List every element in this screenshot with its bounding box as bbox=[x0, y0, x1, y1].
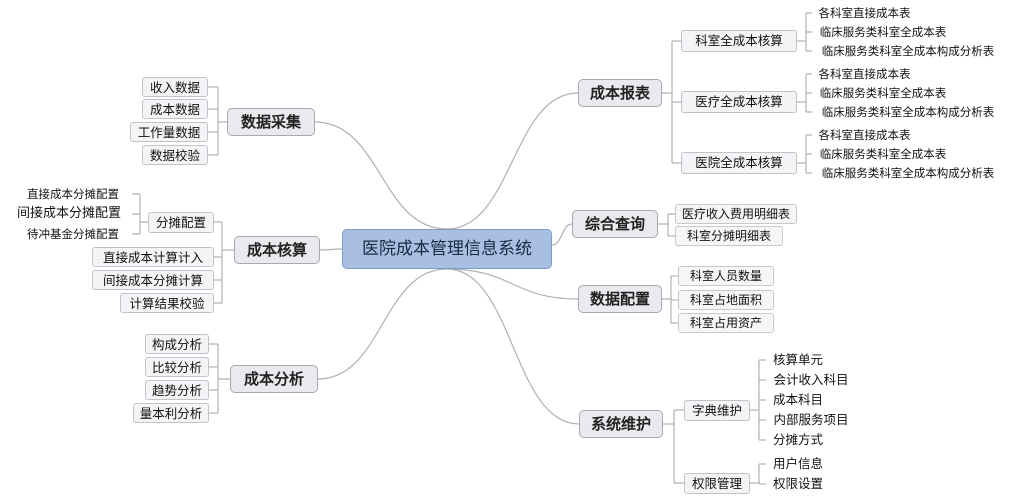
leaf-dept-area[interactable]: 科室占地面积 bbox=[678, 290, 774, 310]
leaf-permission-setting[interactable]: 权限设置 bbox=[772, 476, 823, 491]
node-hospital-full-cost[interactable]: 医院全成本核算 bbox=[681, 152, 797, 174]
leaf-fund-alloc-config[interactable]: 待冲基金分摊配置 bbox=[27, 227, 119, 241]
leaf-trend-analysis[interactable]: 趋势分析 bbox=[145, 380, 209, 400]
link-root-query bbox=[551, 223, 573, 246]
leaf-user-info[interactable]: 用户信息 bbox=[772, 456, 823, 471]
leaf-g1-analysis[interactable]: 临床服务类科室全成本构成分析表 bbox=[821, 44, 995, 58]
leaf-composition-analysis[interactable]: 构成分析 bbox=[145, 334, 209, 354]
leaf-g3-direct[interactable]: 各科室直接成本表 bbox=[818, 128, 911, 142]
leaf-cost-subject[interactable]: 成本科目 bbox=[772, 392, 823, 407]
node-allocation-config[interactable]: 分摊配置 bbox=[148, 212, 214, 233]
leaf-income-expense-detail[interactable]: 医疗收入费用明细表 bbox=[675, 204, 797, 224]
leaf-dept-alloc-detail[interactable]: 科室分摊明细表 bbox=[675, 226, 783, 246]
leaf-comparison-analysis[interactable]: 比较分析 bbox=[145, 357, 209, 377]
topic-maintenance[interactable]: 系统维护 bbox=[579, 410, 663, 438]
leaf-workload-data[interactable]: 工作量数据 bbox=[130, 122, 208, 142]
leaf-direct-cost-calc[interactable]: 直接成本计算计入 bbox=[92, 247, 214, 267]
leaf-g2-full[interactable]: 临床服务类科室全成本表 bbox=[819, 86, 947, 100]
leaf-result-validation[interactable]: 计算结果校验 bbox=[120, 293, 214, 313]
leaf-cost-data[interactable]: 成本数据 bbox=[142, 99, 208, 119]
topic-data-collection[interactable]: 数据采集 bbox=[227, 108, 315, 136]
leaf-income-data[interactable]: 收入数据 bbox=[142, 77, 208, 97]
leaf-dept-assets[interactable]: 科室占用资产 bbox=[678, 313, 774, 333]
leaf-g1-full[interactable]: 临床服务类科室全成本表 bbox=[819, 25, 947, 39]
node-permission[interactable]: 权限管理 bbox=[684, 473, 750, 494]
leaf-alloc-method[interactable]: 分摊方式 bbox=[772, 432, 823, 447]
topic-cost-report[interactable]: 成本报表 bbox=[578, 79, 662, 107]
leaf-g3-analysis[interactable]: 临床服务类科室全成本构成分析表 bbox=[821, 166, 995, 180]
topic-query[interactable]: 综合查询 bbox=[572, 210, 658, 238]
leaf-internal-service[interactable]: 内部服务项目 bbox=[773, 412, 849, 427]
leaf-g2-direct[interactable]: 各科室直接成本表 bbox=[818, 67, 911, 81]
leaf-cvp-analysis[interactable]: 量本利分析 bbox=[133, 403, 209, 423]
leaf-g2-analysis[interactable]: 临床服务类科室全成本构成分析表 bbox=[821, 105, 995, 119]
node-dept-full-cost[interactable]: 科室全成本核算 bbox=[681, 30, 797, 52]
root-topic[interactable]: 医院成本管理信息系统 bbox=[342, 229, 552, 269]
leaf-accounting-unit[interactable]: 核算单元 bbox=[772, 352, 823, 367]
topic-cost-accounting[interactable]: 成本核算 bbox=[234, 236, 320, 264]
leaf-indirect-cost-calc[interactable]: 间接成本分摊计算 bbox=[92, 270, 214, 290]
topic-data-config[interactable]: 数据配置 bbox=[578, 285, 662, 313]
node-medical-full-cost[interactable]: 医疗全成本核算 bbox=[681, 91, 797, 113]
link-root-cost-accounting bbox=[319, 248, 343, 251]
link-root-cost-report bbox=[446, 92, 579, 230]
leaf-dept-staff[interactable]: 科室人员数量 bbox=[678, 266, 774, 286]
leaf-data-validation[interactable]: 数据校验 bbox=[142, 145, 208, 165]
link-root-data-collection bbox=[314, 121, 448, 230]
topic-cost-analysis[interactable]: 成本分析 bbox=[230, 365, 318, 393]
node-dictionary[interactable]: 字典维护 bbox=[684, 400, 750, 421]
leaf-g3-full[interactable]: 临床服务类科室全成本表 bbox=[819, 147, 947, 161]
link-root-data-config bbox=[446, 268, 579, 300]
leaf-revenue-subject[interactable]: 会计收入科目 bbox=[773, 372, 849, 387]
leaf-indirect-cost-alloc-config[interactable]: 间接成本分摊配置 bbox=[16, 206, 121, 221]
link-root-maintenance bbox=[446, 268, 580, 425]
leaf-g1-direct[interactable]: 各科室直接成本表 bbox=[818, 6, 911, 20]
leaf-direct-cost-alloc-config[interactable]: 直接成本分摊配置 bbox=[27, 187, 119, 201]
link-root-cost-analysis bbox=[317, 268, 448, 380]
